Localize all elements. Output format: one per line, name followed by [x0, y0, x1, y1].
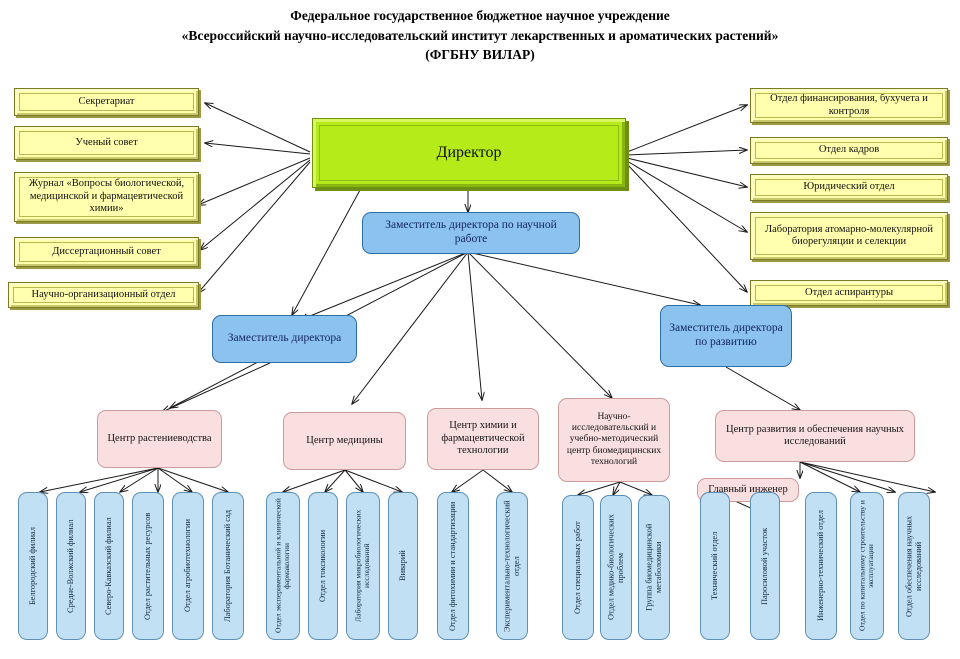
leaf-inzhenerno-tehnicheskiy-otdel[interactable]: Инженерно-технический отдел [805, 492, 837, 640]
leaf-otdel-agrobiotehnologii[interactable]: Отдел агробиотехнологии [172, 492, 204, 640]
node-deputy-development[interactable]: Заместитель директора по развитию [660, 305, 792, 367]
leaf-otdel-specialnyh-rabot[interactable]: Отдел специальных работ [562, 495, 594, 640]
title-line-2: «Всероссийский научно-исследовательский … [181, 27, 779, 43]
leaf-laboratoriya-mikrobiologicheskih-issledovaniy[interactable]: Лаборатория микробиологических исследова… [346, 492, 380, 640]
leaf-belgorodskiy-filial[interactable]: Белгородский филиал [18, 492, 48, 640]
leaf-severo-kavkazskiy-filial[interactable]: Северо-Кавказский филиал [94, 492, 124, 640]
node-center-medicine[interactable]: Центр медицины [283, 412, 406, 470]
unit-uchenyy-sovet[interactable]: Ученый совет [14, 126, 199, 160]
leaf-laboratoriya-botanicheskiy-sad[interactable]: Лаборатория Ботанический сад [212, 492, 244, 640]
unit-otdel-aspirantury[interactable]: Отдел аспирантуры [750, 280, 948, 306]
leaf-otdel-obespecheniya-nauchnyh-issledovaniy[interactable]: Отдел обеспечения научных исследований [898, 492, 930, 640]
leaf-otdel-po-kapitalnomu-stroitelstvu[interactable]: Отдел по капитальному строительству и эк… [850, 492, 884, 640]
node-director[interactable]: Директор [312, 118, 626, 188]
leaf-gruppa-biomedicinskoy-metabolomiki[interactable]: Группа биомедицинской метаболомики [638, 495, 670, 640]
node-center-plant[interactable]: Центр растениеводства [97, 410, 222, 468]
unit-laboratoriya-bioregulyacii[interactable]: Лаборатория атомарно-молекулярной биорег… [750, 212, 948, 260]
node-center-chemistry[interactable]: Центр химии и фармацевтической технологи… [427, 408, 539, 470]
unit-zhurnal-voprosy[interactable]: Журнал «Вопросы биологической, медицинск… [14, 172, 199, 222]
unit-yuridicheskiy-otdel[interactable]: Юридический отдел [750, 174, 948, 201]
leaf-otdel-toksikologii[interactable]: Отдел токсикологии [308, 492, 338, 640]
unit-nauchno-organizacionnyy-otdel[interactable]: Научно-организационный отдел [8, 282, 199, 308]
leaf-otdel-fitohimii-i-standartizacii[interactable]: Отдел фитохимии и стандартизации [437, 492, 469, 640]
node-center-development[interactable]: Центр развития и обеспечения научных исс… [715, 410, 915, 462]
leaf-parosilovoy-uchastok[interactable]: Паросиловой участок [750, 492, 780, 640]
title-line-3: (ФГБНУ ВИЛАР) [425, 47, 535, 63]
leaf-tehnicheskiy-otdel[interactable]: Технический отдел [700, 492, 730, 640]
unit-dissertacionnyy-sovet[interactable]: Диссертационный совет [14, 237, 199, 267]
leaf-otdel-eksperimentalnoy-farmakologii[interactable]: Отдел экспериментальной и клинической фа… [266, 492, 300, 640]
leaf-otdel-rastitelnyh-resursov[interactable]: Отдел растительных ресурсов [132, 492, 164, 640]
unit-otdel-kadrov[interactable]: Отдел кадров [750, 137, 948, 164]
leaf-eksperimentalno-tehnologicheskiy-otdel[interactable]: Экспериментально-технологический отдел [496, 492, 528, 640]
node-deputy-general[interactable]: Заместитель директора [212, 315, 357, 363]
leaf-otdel-mediko-biologicheskih-problem[interactable]: Отдел медико-биологических проблем [600, 495, 632, 640]
node-deputy-science[interactable]: Заместитель директора по научной работе [362, 212, 580, 254]
unit-sekretariat[interactable]: Секретариат [14, 88, 199, 116]
leaf-vivariy[interactable]: Виварий [388, 492, 418, 640]
title-line-1: Федеральное государственное бюджетное на… [290, 8, 670, 23]
node-center-biomed[interactable]: Научно-исследовательский и учебно-методи… [558, 398, 670, 482]
page-title: Федеральное государственное бюджетное на… [0, 6, 960, 65]
leaf-sredne-volzhskiy-filial[interactable]: Средне-Волжский филиал [56, 492, 86, 640]
unit-otdel-finansirovaniya[interactable]: Отдел финансирования, бухучета и контрол… [750, 88, 948, 123]
